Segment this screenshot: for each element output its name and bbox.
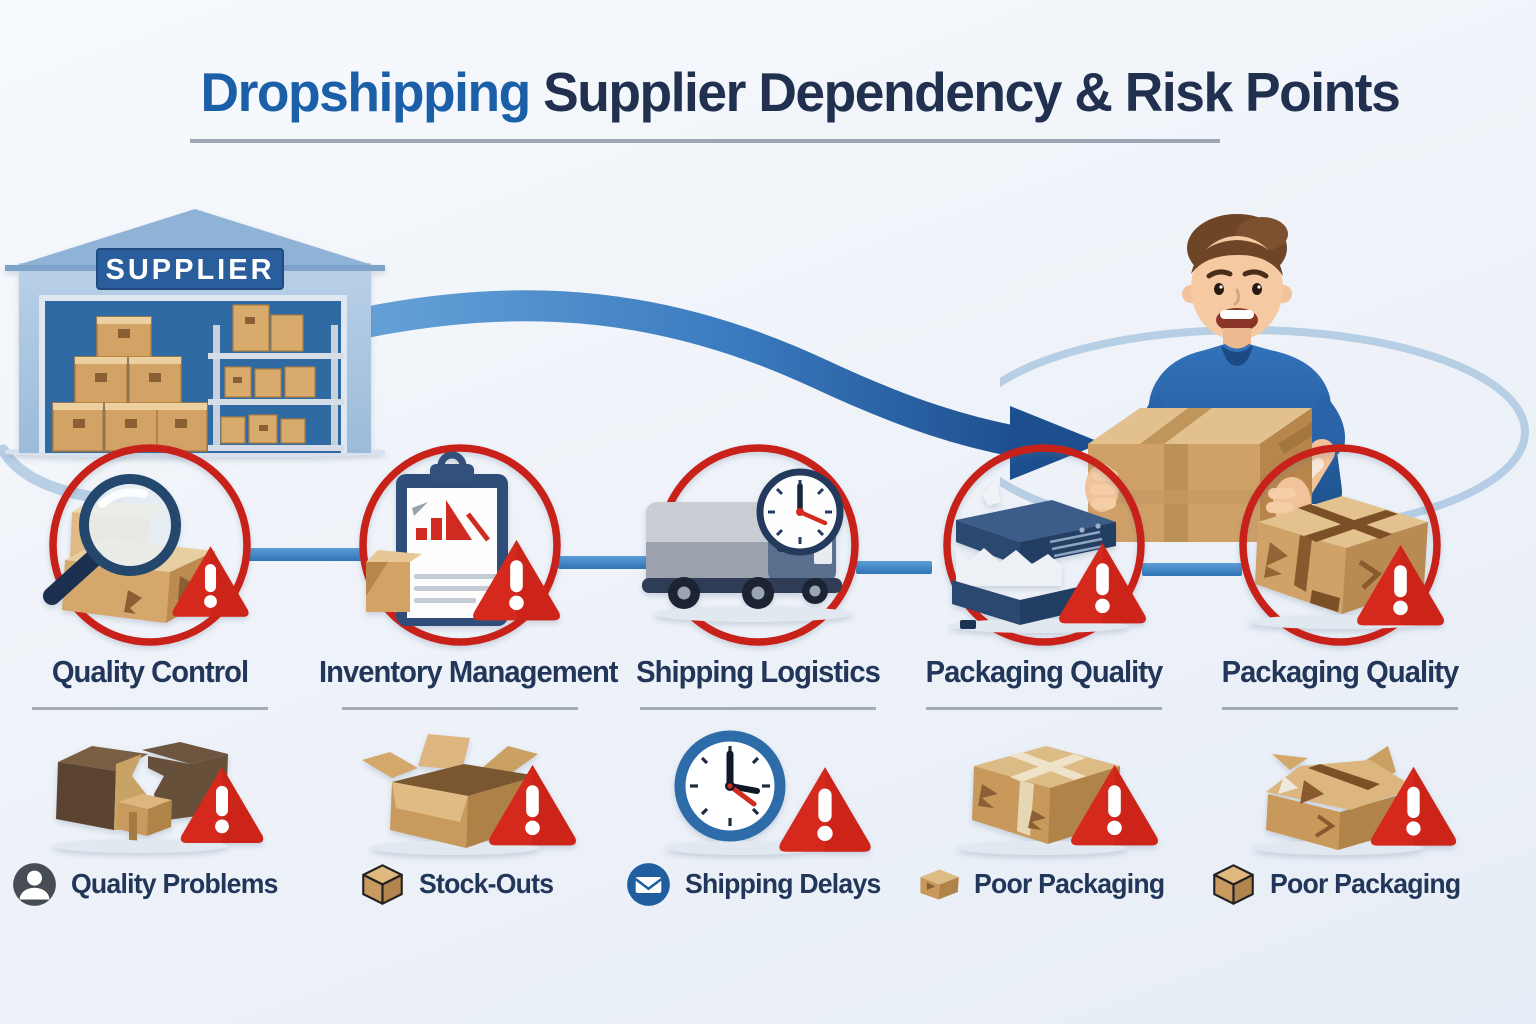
envelope-circle-icon — [627, 862, 670, 906]
consequence-label: Stock-Outs — [419, 868, 554, 899]
magnifier-icon — [43, 474, 181, 605]
title-rest: Supplier Dependency & Risk Points — [543, 61, 1401, 123]
warning-triangle-icon — [1357, 544, 1444, 626]
connector-bar — [558, 556, 662, 569]
warning-triangle-icon — [1059, 542, 1146, 624]
risk-column-shipping-logistics: Shipping Logistics — [608, 0, 908, 1024]
label-underline — [32, 707, 268, 710]
consequence-label: Poor Packaging — [1269, 868, 1461, 899]
label-underline — [926, 707, 1162, 710]
taped-box-warning-icon — [957, 746, 1158, 855]
torn-open-case-warning-icon — [943, 444, 1146, 646]
page-title: Dropshipping Supplier Dependency & Risk … — [185, 61, 1401, 123]
warning-triangle-icon — [473, 539, 560, 621]
supplier-warehouse: SUPPLIER — [5, 209, 385, 457]
warning-triangle-icon — [1071, 764, 1158, 846]
supplier-sign-label: SUPPLIER — [105, 254, 274, 286]
delivery-truck-clock-icon — [642, 444, 859, 646]
supplier-sign — [96, 248, 284, 290]
magnifier-over-box-warning-icon — [43, 444, 251, 646]
risk-column-quality-control: Quality Control — [0, 0, 300, 1024]
person-circle-icon — [13, 862, 57, 906]
warning-triangle-icon — [489, 764, 576, 846]
connector-bar — [856, 561, 932, 574]
risk-label: Packaging Quality — [925, 654, 1164, 689]
connector-bar — [246, 548, 364, 561]
empty-open-box-warning-icon — [362, 734, 576, 855]
label-underline — [1222, 707, 1458, 710]
title-underline — [190, 139, 1220, 143]
title-highlight: Dropshipping — [200, 61, 532, 123]
risk-column-packaging-quality-2: Packaging Quality — [1190, 0, 1490, 1024]
supplier-to-seller-arrow — [365, 290, 1102, 480]
clipboard-icon — [396, 451, 508, 626]
warehouse-box-stack — [52, 316, 208, 452]
clipboard-chart-warning-icon — [359, 444, 561, 646]
consequence-label: Poor Packaging — [973, 868, 1165, 899]
warning-triangle-icon — [1370, 766, 1457, 846]
risk-label: Quality Control — [51, 654, 249, 689]
broken-boxes-warning-icon — [52, 742, 264, 853]
risk-label: Shipping Logistics — [636, 654, 881, 689]
crushed-box-warning-icon — [1253, 746, 1457, 855]
consequence-label: Shipping Delays — [685, 868, 881, 899]
risk-label: Inventory Management — [319, 654, 619, 689]
risk-column-packaging-quality-1: Packaging Quality — [894, 0, 1194, 1024]
label-underline — [342, 707, 578, 710]
connector-bar — [1142, 563, 1242, 576]
man-head — [1182, 214, 1292, 350]
risk-label: Packaging Quality — [1221, 654, 1460, 689]
delivery-truck-icon — [642, 502, 842, 609]
damaged-taped-box-warning-icon — [1239, 444, 1444, 646]
consequence-label: Quality Problems — [71, 868, 278, 899]
risk-column-inventory-management: Inventory Management Stock- — [310, 0, 619, 1024]
clock-icon — [756, 468, 844, 556]
warning-triangle-icon — [180, 766, 264, 843]
cube-icon — [1212, 863, 1254, 905]
warning-triangle-icon — [779, 767, 871, 852]
small-box-icon — [920, 869, 959, 899]
label-underline — [640, 707, 876, 710]
warehouse-shelf — [208, 304, 344, 451]
cube-icon — [362, 863, 404, 905]
clock-warning-icon — [665, 730, 871, 855]
warning-triangle-icon — [172, 546, 249, 617]
